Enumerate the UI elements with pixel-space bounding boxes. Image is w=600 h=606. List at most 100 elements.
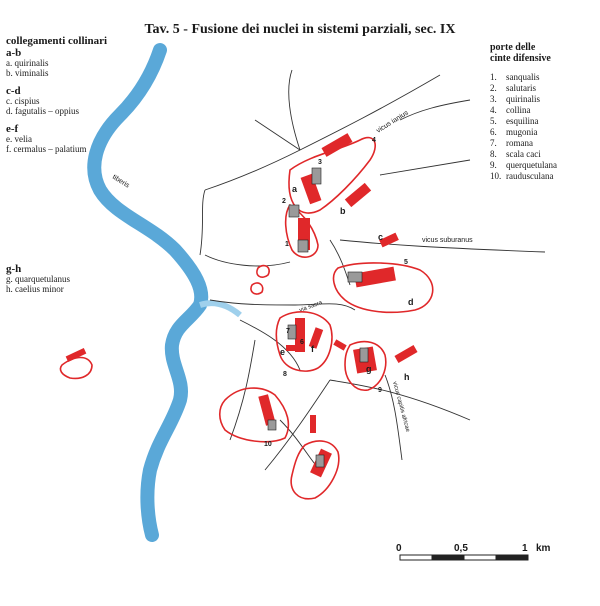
hill-label-a: a <box>292 184 298 194</box>
road <box>229 339 256 441</box>
building-block <box>267 419 277 431</box>
hill-connections-legend-gh: g-h g. quarquetulanus h. caelius minor <box>6 263 156 295</box>
hill-label-f: f <box>311 344 315 354</box>
gate-number: 2. <box>490 83 497 93</box>
road <box>254 119 301 151</box>
gate-label-4: 4 <box>372 137 376 144</box>
building-blocks <box>267 167 369 468</box>
gates-heading-line1: porte delle <box>490 42 536 53</box>
legend-item-g: g. quarquetulanus <box>6 274 70 284</box>
gate-name: romana <box>506 138 533 148</box>
gate-name: quirinalis <box>506 94 540 104</box>
building-block <box>311 167 322 185</box>
legend-item-e: e. velia <box>6 134 32 144</box>
hill-connections-legend: collegamenti collinari a-b a. quirinalis… <box>6 35 156 155</box>
gate-label-1: 1 <box>285 241 289 248</box>
legend-pair-ab: a-b <box>6 47 22 59</box>
gates-heading-line2: cinte difensive <box>490 53 551 64</box>
road <box>399 99 471 121</box>
settlement-blocks <box>65 133 418 478</box>
gate-number: 3. <box>490 94 497 104</box>
road <box>209 299 356 311</box>
legend-item-c: c. cispius <box>6 96 40 106</box>
legend-item-a: a. quirinalis <box>6 58 49 68</box>
gate-number: 9. <box>490 160 497 170</box>
tiber-channel <box>199 300 242 318</box>
settlement-block <box>65 348 87 362</box>
enclosure-palatium <box>275 311 333 372</box>
gate-label-7: 7 <box>286 328 290 335</box>
legend-pair-gh: g-h <box>6 263 22 275</box>
gate-name: salutaris <box>506 83 536 93</box>
road <box>288 69 301 151</box>
gates-legend: porte delle cinte difensive 1.sanqualis … <box>490 42 598 182</box>
settlement-block <box>308 327 324 349</box>
gate-label-2: 2 <box>282 198 286 205</box>
settlement-block <box>300 173 322 205</box>
gates-legend-heading: porte delle cinte difensive <box>490 42 598 64</box>
gate-number: 1. <box>490 72 497 82</box>
scale-label-unit: km <box>536 543 551 554</box>
settlement-block <box>286 345 300 351</box>
gate-name: scala caci <box>506 149 541 159</box>
hill-label-d: d <box>408 297 414 307</box>
hill-label-h: h <box>404 372 410 382</box>
legend-item-d: d. fagutalis – oppius <box>6 106 79 116</box>
legend-item-h: h. caelius minor <box>6 284 64 294</box>
gate-name: esquilina <box>506 116 539 126</box>
gate-label-8: 8 <box>283 371 287 378</box>
gate-row: 7. romana <box>490 138 598 149</box>
gate-number: 6. <box>490 127 497 137</box>
gate-row: 3. quirinalis <box>490 94 598 105</box>
gate-row: 8.scala caci <box>490 149 598 160</box>
gate-number: 10. <box>490 171 502 181</box>
gate-row: 6.mugonia <box>490 127 598 138</box>
settlement-block <box>333 339 347 351</box>
legend-heading: collegamenti collinari <box>6 35 108 47</box>
road <box>329 379 471 421</box>
gate-row: 10.raudusculana <box>490 171 598 182</box>
gate-label-6: 6 <box>300 339 304 346</box>
road-label-vicus-ianius: vicus ianius <box>375 109 410 134</box>
scale-segment <box>431 554 465 561</box>
road-label-vicus-suburanus: vicus suburanus <box>422 237 473 244</box>
settlement-block <box>394 345 418 363</box>
gate-row: 1.sanqualis <box>490 72 598 83</box>
road <box>339 239 546 253</box>
road <box>239 319 301 371</box>
scale-bar: 0 0,5 1 km <box>390 543 560 565</box>
hill-letters: a b c d e f g h <box>280 184 414 382</box>
scale-label-zero: 0 <box>396 543 402 554</box>
enclosure-west <box>59 356 93 380</box>
legend-item-b: b. viminalis <box>6 68 49 78</box>
building-block <box>315 454 325 468</box>
gate-number: 4. <box>490 105 497 115</box>
gate-number: 7. <box>490 138 497 148</box>
gate-row: 2. salutaris <box>490 83 598 94</box>
road <box>379 159 471 176</box>
legend-item-f: f. cermalus – palatium <box>6 144 87 154</box>
scale-segment <box>495 554 529 561</box>
scale-segment <box>463 554 497 561</box>
road <box>199 189 206 256</box>
road <box>204 74 441 191</box>
enclosure-aventinus <box>218 387 290 443</box>
building-block <box>288 204 300 218</box>
settlement-block <box>379 232 399 248</box>
gate-label-5: 5 <box>404 259 408 266</box>
gate-row: 9. querquetulana <box>490 160 598 171</box>
gate-numbers: 1 2 3 4 5 6 7 8 9 10 <box>264 137 408 448</box>
river-label: tiberis <box>111 174 131 190</box>
gate-label-9: 9 <box>378 387 382 394</box>
scale-bar-graphic <box>399 554 529 561</box>
enclosure-small-2 <box>250 282 264 295</box>
gate-label-10: 10 <box>264 441 272 448</box>
road <box>384 374 403 461</box>
gate-name: querquetulana <box>506 160 557 170</box>
legend-pair-ef: e-f <box>6 123 19 135</box>
road-network <box>199 69 546 471</box>
hill-label-e: e <box>280 347 285 357</box>
tiber-river <box>87 43 209 542</box>
hill-label-c: c <box>378 232 383 242</box>
